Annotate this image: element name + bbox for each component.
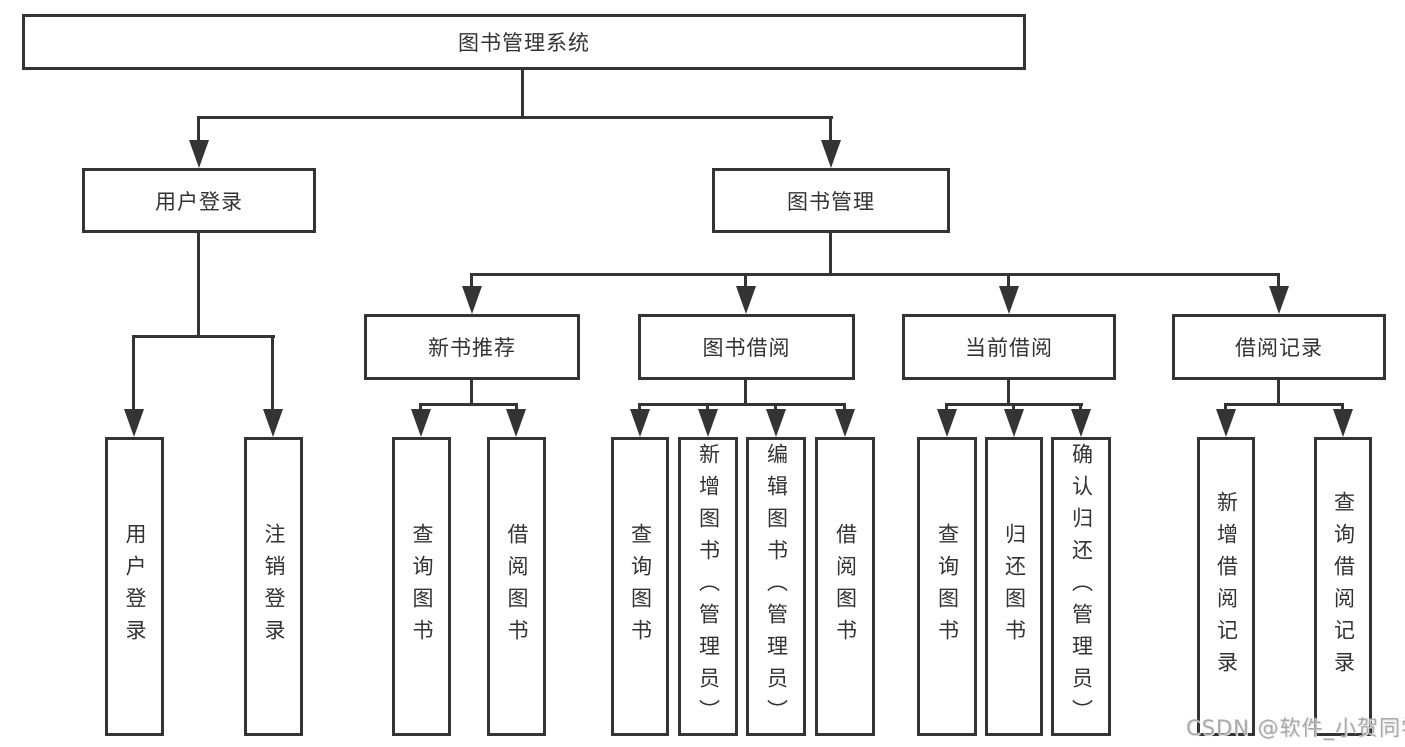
leaf-label: 新增借阅记录 — [1214, 490, 1239, 683]
connector-line — [521, 68, 524, 118]
connector-line — [132, 335, 275, 338]
connector-line — [829, 233, 832, 276]
connector-line — [515, 403, 518, 413]
leaf-label: 用户登录 — [123, 522, 148, 651]
node-user-login: 用户登录 — [82, 168, 316, 233]
leaf-label: 新增图书（管理员） — [696, 442, 721, 731]
connector-line — [1007, 273, 1010, 289]
arrow-down-icon — [506, 409, 526, 437]
connector-line — [197, 116, 200, 144]
connector-line — [1277, 378, 1280, 406]
leaf-borrow-books-recommend: 借阅图书 — [487, 437, 546, 736]
connector-line — [829, 116, 832, 144]
arrow-down-icon — [1269, 286, 1289, 314]
connector-line — [1079, 403, 1082, 413]
connector-line — [843, 403, 846, 413]
leaf-add-borrow-record: 新增借阅记录 — [1197, 437, 1255, 736]
leaf-add-books-admin: 新增图书（管理员） — [678, 437, 738, 736]
connector-line — [197, 233, 200, 338]
connector-line — [1277, 273, 1280, 289]
connector-line — [470, 378, 473, 406]
leaf-label: 查询借阅记录 — [1331, 490, 1356, 683]
arrow-down-icon — [766, 409, 786, 437]
arrow-down-icon — [1004, 409, 1024, 437]
arrow-down-icon — [736, 286, 756, 314]
connector-line — [744, 273, 747, 289]
connector-line — [1224, 403, 1344, 406]
leaf-query-books-current: 查询图书 — [917, 437, 977, 736]
node-borrow-records: 借阅记录 — [1172, 314, 1386, 380]
leaf-query-books-recommend: 查询图书 — [392, 437, 451, 736]
leaf-query-borrow-record: 查询借阅记录 — [1314, 437, 1372, 736]
arrow-down-icon — [821, 140, 841, 168]
arrow-down-icon — [937, 409, 957, 437]
leaf-label: 确认归还（管理员） — [1069, 442, 1094, 731]
arrow-down-icon — [835, 409, 855, 437]
connector-line — [419, 403, 518, 406]
leaf-user-login: 用户登录 — [105, 437, 164, 736]
leaf-label: 借阅图书 — [833, 522, 858, 651]
connector-line — [638, 403, 846, 406]
leaf-label: 编辑图书（管理员） — [764, 442, 789, 731]
leaf-return-books: 归还图书 — [985, 437, 1043, 736]
arrow-down-icon — [1071, 409, 1091, 437]
leaf-query-books-borrow: 查询图书 — [611, 437, 669, 736]
leaf-label: 借阅图书 — [505, 522, 530, 651]
arrow-down-icon — [124, 409, 144, 437]
connector-line — [470, 273, 1280, 276]
leaf-label: 查询图书 — [410, 522, 435, 651]
leaf-label: 查询图书 — [935, 522, 960, 651]
arrow-down-icon — [462, 286, 482, 314]
connector-line — [1341, 403, 1344, 413]
leaf-label: 查询图书 — [628, 522, 653, 651]
leaf-label: 注销登录 — [262, 522, 287, 651]
arrow-down-icon — [1333, 409, 1353, 437]
connector-line — [419, 403, 422, 413]
arrow-down-icon — [263, 409, 283, 437]
node-book-management: 图书管理 — [712, 168, 950, 233]
connector-line — [470, 273, 473, 289]
connector-line — [271, 335, 274, 411]
arrow-down-icon — [698, 409, 718, 437]
connector-line — [1007, 378, 1010, 406]
node-new-book-recommend: 新书推荐 — [364, 314, 580, 380]
leaf-confirm-return-admin: 确认归还（管理员） — [1051, 437, 1111, 736]
node-current-borrow: 当前借阅 — [902, 314, 1116, 380]
connector-line — [774, 403, 777, 413]
watermark: CSDN @软件_小贺同学 — [1186, 716, 1405, 740]
connector-line — [132, 335, 135, 411]
leaf-borrow-books: 借阅图书 — [815, 437, 875, 736]
arrow-down-icon — [189, 140, 209, 168]
node-root: 图书管理系统 — [22, 14, 1026, 70]
connector-line — [1224, 403, 1227, 413]
connector-line — [197, 116, 833, 119]
arrow-down-icon — [999, 286, 1019, 314]
connector-line — [945, 403, 948, 413]
connector-line — [638, 403, 641, 413]
connector-line — [706, 403, 709, 413]
connector-line — [1012, 403, 1015, 413]
leaf-logout: 注销登录 — [244, 437, 303, 736]
node-book-borrow: 图书借阅 — [638, 314, 855, 380]
leaf-edit-books-admin: 编辑图书（管理员） — [746, 437, 806, 736]
arrow-down-icon — [630, 409, 650, 437]
arrow-down-icon — [1216, 409, 1236, 437]
arrow-down-icon — [411, 409, 431, 437]
connector-line — [744, 378, 747, 406]
leaf-label: 归还图书 — [1002, 522, 1027, 651]
